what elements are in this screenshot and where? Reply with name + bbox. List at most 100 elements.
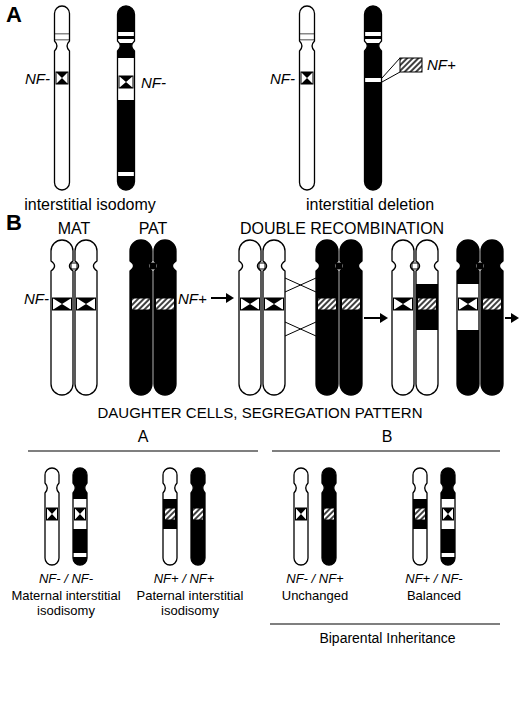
nf-plus-locus [342,298,361,310]
chromatid-fill [391,239,415,396]
chromatid [321,467,337,566]
section-heading: DAUGHTER CELLS, SEGREGATION PATTERN [10,404,510,421]
chromosome-band [299,39,316,41]
chromatid-body [117,5,136,191]
nf-minus-locus [265,298,284,310]
chromatid-fill [415,239,439,396]
chromatid-fill [44,467,60,566]
chromatid-outline [163,468,177,565]
nf-minus-locus [394,298,413,310]
nf-minus-locus [75,508,86,520]
chromatid-body [339,239,363,396]
chromatid-body [321,467,337,566]
deletion-leader [382,72,400,82]
nf-plus-locus [324,508,335,520]
nf-minus-mark [56,72,68,84]
nf-plus-locus [318,298,337,310]
chromatid-outline [340,240,362,395]
chromatid-outline [75,240,97,395]
centromere-join [71,263,77,269]
chromatid-outline [154,240,176,395]
genotype-label: NF+ / NF+ [134,572,234,587]
arrow-head [511,313,519,323]
chromatid-fill [339,239,363,396]
deleted-segment [400,58,422,72]
stage-label: DOUBLE RECOMBINATION [240,220,510,238]
genotype-label: NF+ / NF- [384,572,484,587]
chromatid-outline [316,240,338,395]
outcome-label: Paternal interstitial isodisomy [128,589,252,619]
chromatid [364,5,383,191]
crossover-line [285,278,316,292]
locus-label: NF- [245,70,295,87]
crossover-line [285,322,316,336]
nf-minus-mark [119,76,133,88]
chromatid-body [44,467,60,566]
interstitial-segment [117,58,136,100]
chromatid-body [153,239,177,396]
chromatid-fill [412,467,428,566]
chromatid-outline [457,240,479,395]
nf-minus-mark [443,508,454,520]
nf-minus-mark [265,298,284,310]
nf-minus-locus [459,298,478,310]
chromatid [117,5,136,191]
nf-minus-locus [47,508,58,520]
centromere-join [150,263,156,269]
centromere-join [412,263,418,269]
nf-minus-locus [119,76,133,88]
nf-plus-locus [156,298,175,310]
arrow-shaft [364,317,382,319]
nf-minus-locus [443,508,454,520]
chromatid-fill [262,239,286,396]
chromatid-fill [190,467,206,566]
chromatid-fill [238,239,262,396]
chromatid-body [293,467,309,566]
nf-plus-locus [415,508,426,520]
outcome-label: Balanced [384,589,484,604]
chromatid-body [129,239,153,396]
chromatid-outline [118,6,135,190]
chromatid-body [54,5,71,191]
chromatid-body [238,239,262,396]
group-caption: Biparental Inheritance [275,630,500,646]
chromatid-fill [364,5,383,191]
locus-label: NF- [141,74,181,91]
chromatid-body [72,467,88,566]
chromatid [339,239,363,396]
chromatid-fill [456,239,480,396]
chromatid [44,467,60,566]
panel-letter: A [6,2,36,27]
nf-minus-mark [241,298,260,310]
arrow-head [380,313,388,323]
chromatid-fill [50,239,74,396]
deletion-leader [382,58,400,78]
chromatid-fill [153,239,177,396]
chromatid-outline [55,6,70,190]
chromatid [315,239,339,396]
chromatid-outline [365,6,382,190]
chromatid-body [74,239,98,396]
chromatid-body [262,239,286,396]
centromere-join [259,263,265,269]
chromatid [391,239,415,396]
chromatid-outline [441,468,455,565]
chromatid-outline [73,468,87,565]
chromatid-body [315,239,339,396]
group-rule [270,623,500,624]
nf-plus-locus [483,298,502,310]
chromatid-fill [74,239,98,396]
interstitial-segment [456,284,480,330]
nf-minus-mark [75,508,86,520]
interstitial-segment [440,499,456,529]
nf-minus-mark [47,508,58,520]
nf-minus-locus [241,298,260,310]
chromatid-outline [130,240,152,395]
outcome-label: Maternal interstitial isodisomy [4,589,128,619]
chromatid-body [299,5,316,191]
chromatid-body [190,467,206,566]
chromatid [238,239,262,396]
chromatid-outline [392,240,414,395]
